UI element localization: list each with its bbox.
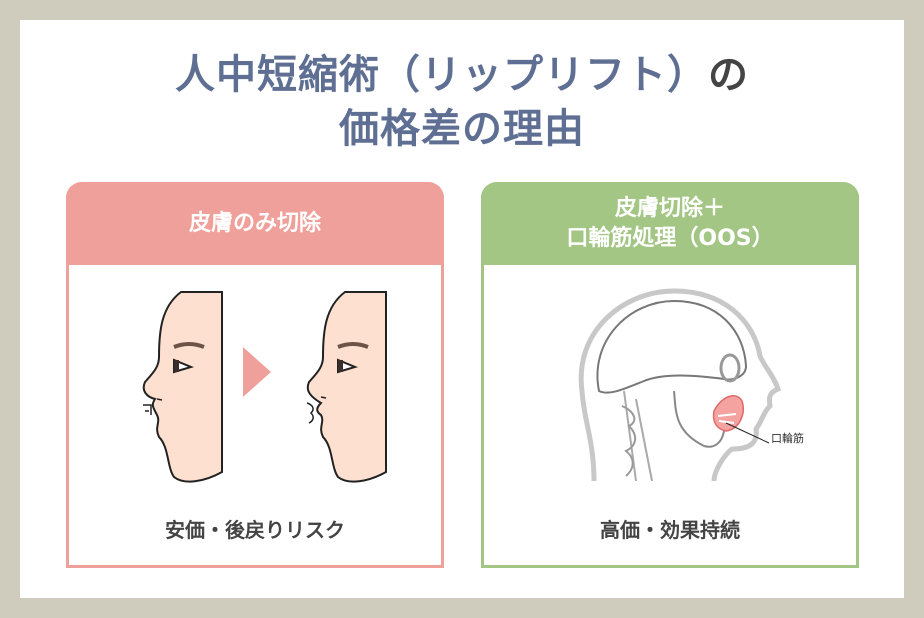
title-line2: 価格差の理由 (339, 106, 585, 152)
orbicularis-oris-label: 口輪筋 (771, 432, 804, 445)
card-header: 皮膚のみ切除 (66, 182, 444, 265)
card-caption: 安価・後戻りリスク (165, 518, 345, 542)
skull-anatomy-illustration (578, 288, 782, 482)
card-body: 安価・後戻りリスク (69, 265, 441, 565)
card-header-line2: 口輪筋処理（OOS） (566, 225, 774, 251)
title-line1-suffix: の (708, 52, 749, 98)
card-header: 皮膚切除＋ 口輪筋処理（OOS） (481, 182, 859, 265)
card-header-text: 皮膚のみ切除 (188, 210, 321, 236)
card-header-line1: 皮膚切除＋ (614, 195, 725, 221)
page-title: 人中短縮術（リップリフト）の 価格差の理由 (20, 48, 904, 156)
face-profile-before-icon (142, 291, 223, 483)
infographic-canvas: 人中短縮術（リップリフト）の 価格差の理由 皮膚のみ切除 (20, 20, 904, 598)
face-profile-after-icon (306, 291, 387, 483)
card-skin-only: 皮膚のみ切除 安価・後戻りリスク (66, 182, 444, 568)
card-skin-plus-oos: 皮膚切除＋ 口輪筋処理（OOS） 口輪筋 高価・効果持続 (481, 182, 859, 568)
card-body: 口輪筋 高価・効果持続 (484, 265, 856, 565)
card-caption: 高価・効果持続 (600, 518, 740, 542)
title-line1: 人中短縮術（リップリフト） (175, 52, 708, 98)
arrow-right-icon (243, 347, 271, 397)
